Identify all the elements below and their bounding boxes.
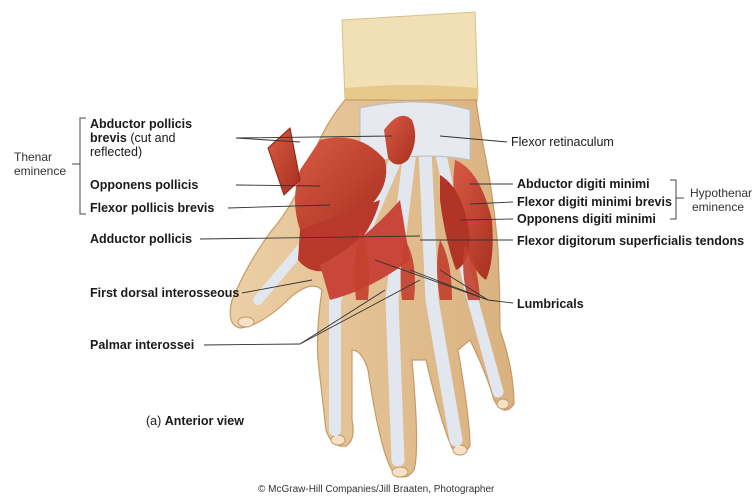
caption-text: Anterior view [165,414,244,428]
thenar-line2: eminence [14,164,66,178]
label-palmar-interossei: Palmar interossei [90,338,194,352]
label-abductor-pollicis-brevis-line1: Abductor pollicis [90,117,192,131]
label-opponens-pollicis: Opponens pollicis [90,178,198,192]
label-abductor-digiti-minimi: Abductor digiti minimi [517,177,650,191]
hypothenar-line1: Hypothenar [690,186,752,200]
label-brevis: brevis [90,131,127,145]
label-adductor-pollicis: Adductor pollicis [90,232,192,246]
label-flexor-digiti-minimi-brevis: Flexor digiti minimi brevis [517,195,672,209]
label-abductor-pollicis-brevis-line2: brevis (cut and [90,131,192,145]
label-reflected: reflected) [90,145,192,159]
caption-prefix: (a) [146,414,161,428]
thenar-line1: Thenar [14,150,66,164]
label-flexor-pollicis-brevis: Flexor pollicis brevis [90,201,214,215]
label-hypothenar-eminence: Hypothenar eminence [690,186,752,214]
label-lumbricals: Lumbricals [517,297,584,311]
label-thenar-eminence: Thenar eminence [14,150,66,178]
figure-caption: (a) Anterior view [146,414,244,428]
photo-credit: © McGraw-Hill Companies/Jill Braaten, Ph… [258,484,494,495]
label-first-dorsal-interosseous: First dorsal interosseous [90,286,239,300]
label-opponens-digiti-minimi: Opponens digiti minimi [517,212,656,226]
label-abductor-pollicis-brevis: Abductor pollicis brevis (cut and reflec… [90,117,192,159]
hypothenar-line2: eminence [690,200,752,214]
hypothenar-bracket [670,180,684,219]
label-flexor-digitorum-superficialis-tendons: Flexor digitorum superficialis tendons [517,234,744,248]
label-flexor-retinaculum: Flexor retinaculum [511,135,614,149]
thenar-bracket [72,118,86,214]
label-cut-and: (cut and [130,131,175,145]
wrist [342,12,478,102]
